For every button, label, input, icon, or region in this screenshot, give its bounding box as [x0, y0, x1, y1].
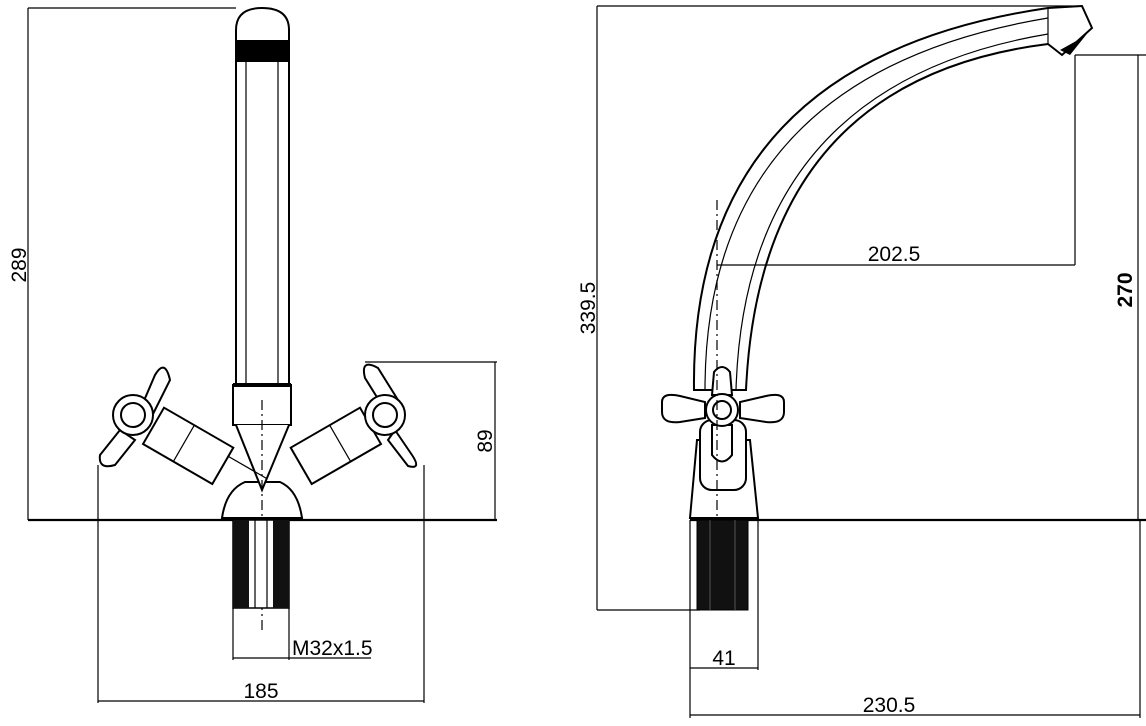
- dimension-230-5: 230.5: [690, 520, 1141, 718]
- dimension-41: 41: [689, 520, 759, 718]
- dim-89-label: 89: [474, 429, 497, 452]
- dim-thread-label: M32x1.5: [292, 637, 373, 660]
- dimension-thread: M32x1.5: [232, 608, 373, 660]
- front-thread: [232, 519, 290, 609]
- front-left-handle: [98, 366, 172, 468]
- front-spout: [232, 6, 292, 426]
- dim-185-label: 185: [243, 680, 278, 703]
- dim-339-5-label: 339.5: [577, 282, 600, 335]
- side-view: 339.5 270 202.5 41 230.5: [577, 4, 1146, 718]
- side-body: [661, 366, 785, 519]
- side-spout: [692, 4, 1094, 391]
- dimension-89: 89: [365, 361, 497, 520]
- front-view: 289 89 M32x1.5 185: [8, 6, 497, 703]
- dim-41-label: 41: [712, 647, 735, 670]
- dim-230-5-label: 230.5: [863, 694, 916, 717]
- dim-270-label: 270: [1114, 272, 1137, 307]
- side-thread: [696, 519, 749, 611]
- dimension-339-5: 339.5: [577, 5, 1082, 611]
- dim-202-5-label: 202.5: [868, 243, 921, 266]
- dimension-270: 270: [1075, 54, 1146, 520]
- dimension-202-5: 202.5: [717, 55, 1076, 266]
- front-body: [141, 400, 383, 630]
- front-right-handle: [362, 363, 418, 468]
- dimension-185: 185: [97, 465, 425, 703]
- dimension-289: 289: [8, 7, 236, 520]
- dim-289-label: 289: [8, 247, 31, 282]
